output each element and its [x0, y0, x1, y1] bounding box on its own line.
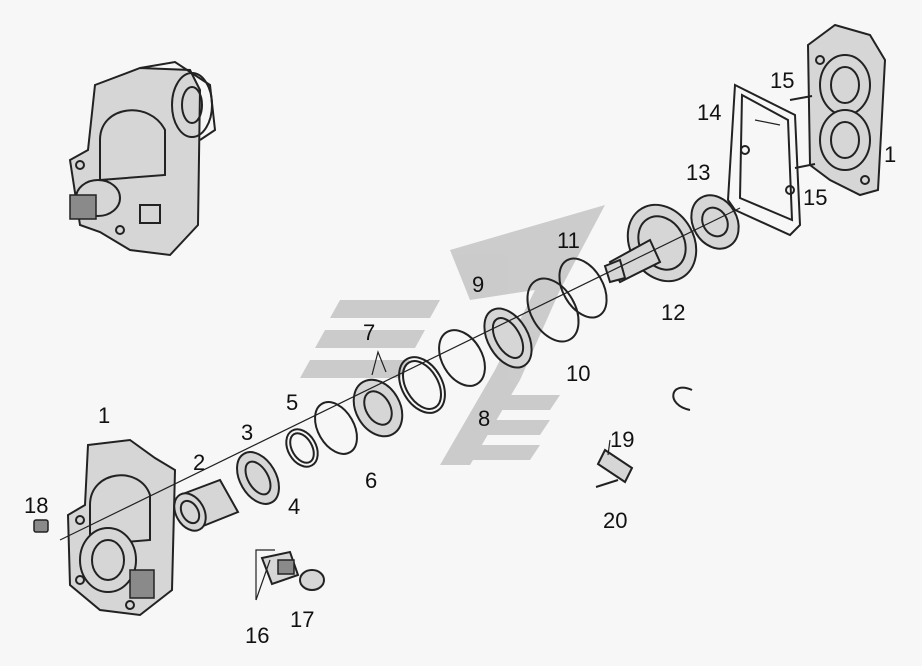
part-14-gasket: [726, 83, 802, 237]
callout-8: 8: [478, 406, 490, 431]
part-8-washer: [438, 329, 486, 387]
assembly-axis: [59, 207, 741, 541]
circlip: [672, 386, 693, 411]
part-1-cover-housing: [806, 23, 887, 197]
part-20-screw: [595, 479, 619, 488]
callout-5: 5: [286, 390, 298, 415]
callout-11: 11: [557, 228, 580, 253]
part-10-shim: [526, 277, 580, 343]
callout-20: 20: [603, 508, 627, 533]
assembled-housing-illustration: [68, 60, 217, 257]
callout-16: 16: [245, 623, 269, 648]
part-12-gear-shaft: [603, 203, 698, 284]
part-6-bushing: [352, 378, 404, 438]
callout-15-top: 15: [770, 68, 794, 93]
part-11-snap-ring: [558, 257, 608, 319]
part-5-seal-ring: [314, 401, 358, 455]
leader-lines: [255, 119, 781, 601]
part-2-sleeve: [173, 478, 240, 532]
callout-17: 17: [290, 607, 314, 632]
part-7-ring: [398, 356, 446, 414]
callout-7: 7: [363, 320, 375, 345]
part-4-o-ring: [285, 428, 319, 468]
callout-6: 6: [365, 468, 377, 493]
callout-3: 3: [241, 420, 253, 445]
callout-18: 18: [24, 493, 48, 518]
callout-labels: 1 1 2 3 4 5 6 7 8 9 10 11 12 13 14 15 15…: [24, 68, 896, 648]
callout-14: 14: [697, 100, 721, 125]
callout-2: 2: [193, 450, 205, 475]
callout-10: 10: [566, 361, 590, 386]
part-19-plate: [596, 448, 634, 484]
part-1-housing: [66, 438, 177, 617]
callout-15-bottom: 15: [803, 185, 827, 210]
callout-12: 12: [661, 300, 685, 325]
part-16-sensor: [260, 550, 300, 586]
callout-1-right: 1: [884, 142, 896, 167]
callout-9: 9: [472, 272, 484, 297]
part-18-plug: [33, 519, 49, 533]
part-9-synchro-ring: [483, 307, 533, 369]
part-3-coupling-ring: [236, 451, 280, 505]
part-17-cap: [299, 569, 325, 591]
callout-4: 4: [288, 494, 300, 519]
callout-13: 13: [686, 160, 710, 185]
callout-19: 19: [610, 427, 634, 452]
callout-1: 1: [98, 403, 110, 428]
part-13-bearing: [690, 194, 740, 250]
part-15-pins: [789, 95, 816, 169]
